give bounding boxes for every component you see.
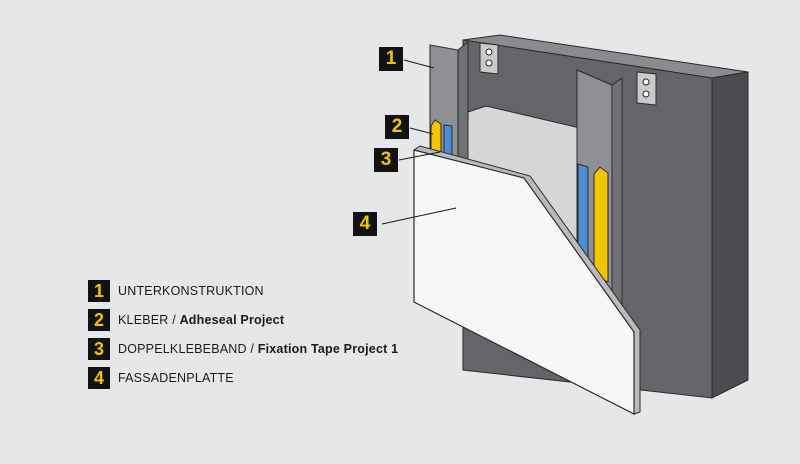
callout-1: 1: [379, 47, 403, 71]
left-bracket-hole: [485, 59, 493, 67]
left-bracket-hole: [485, 48, 493, 56]
legend-badge: 3: [88, 338, 110, 360]
left-tape-strip: [443, 124, 453, 158]
left-adhesive-bead: [430, 119, 442, 153]
legend-badge: 1: [88, 280, 110, 302]
legend-label: UNTERKONSTRUKTION: [118, 284, 264, 298]
legend-badge: 4: [88, 367, 110, 389]
right-profile-web: [611, 77, 623, 316]
legend-label: FASSADENPLATTE: [118, 371, 234, 385]
right-bracket: [636, 71, 657, 106]
leader-line-3: [398, 151, 441, 161]
callout-4: 4: [353, 212, 377, 236]
leader-line-2: [409, 127, 434, 135]
legend-badge: 2: [88, 309, 110, 331]
right-bracket-hole: [642, 90, 650, 98]
right-bracket-hole: [642, 78, 650, 86]
callout-3: 3: [374, 148, 398, 172]
facade-panel-front: [413, 149, 635, 415]
left-bracket: [479, 42, 499, 75]
leader-line-1: [403, 59, 435, 69]
legend-label: KLEBER / Adheseal Project: [118, 313, 285, 327]
wall-side-face: [711, 71, 749, 399]
leader-line-4: [381, 207, 457, 225]
left-profile-web: [457, 40, 469, 161]
right-adhesive-bead: [593, 166, 609, 283]
legend-label: DOPPELKLEBEBAND / Fixation Tape Project …: [118, 342, 399, 356]
callout-2: 2: [385, 115, 409, 139]
